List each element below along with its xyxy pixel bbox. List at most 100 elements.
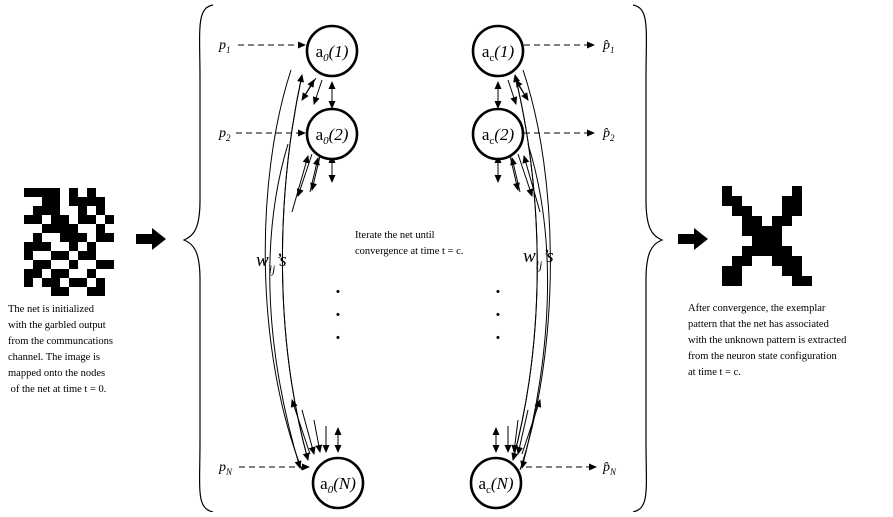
left-node-N-label: a0(N) <box>320 474 356 496</box>
input-label-pN: pN <box>218 460 233 477</box>
right-node-N-label: ac(N) <box>478 474 513 496</box>
output-pixel <box>792 266 802 276</box>
input-pixel <box>42 188 51 197</box>
input-pixel <box>78 206 87 215</box>
input-pixel <box>51 251 60 260</box>
input-pixel <box>51 269 60 278</box>
input-label-p1: p1 <box>218 38 231 55</box>
input-pixel <box>87 242 96 251</box>
left-node-1-label: a0(1) <box>316 42 349 64</box>
input-pixel <box>51 278 60 287</box>
input-pixel <box>69 242 78 251</box>
output-pixel <box>732 206 742 216</box>
ellipsis-dot: · <box>494 277 503 306</box>
output-pixel <box>732 276 742 286</box>
input-pixel <box>33 242 42 251</box>
input-pixel <box>69 260 78 269</box>
output-pixel <box>762 246 772 256</box>
input-pixel <box>87 269 96 278</box>
output-pixel <box>792 256 802 266</box>
output-arrow <box>678 228 708 250</box>
output-pixel <box>792 206 802 216</box>
input-pixel <box>51 197 60 206</box>
output-pixel <box>782 256 792 266</box>
input-pixel <box>96 206 105 215</box>
output-pixel <box>772 226 782 236</box>
input-pixel <box>51 215 60 224</box>
input-pixel <box>60 215 69 224</box>
input-pixel <box>105 233 114 242</box>
input-arrow <box>136 228 166 250</box>
input-pixel <box>87 188 96 197</box>
input-pixel <box>69 233 78 242</box>
output-pixel <box>802 276 812 286</box>
left-node-N <box>311 456 365 510</box>
output-pixel <box>722 276 732 286</box>
left-brace <box>182 4 214 513</box>
output-pixel <box>742 216 752 226</box>
output-pixel <box>752 236 762 246</box>
ellipsis-dot: · <box>494 300 503 329</box>
output-pixel <box>772 216 782 226</box>
input-pixel <box>60 287 69 296</box>
output-pixel <box>752 246 762 256</box>
right-node-1-label: ac(1) <box>482 42 515 64</box>
output-pixel <box>782 266 792 276</box>
input-pixel <box>60 224 69 233</box>
input-pixel <box>33 188 42 197</box>
input-pixel <box>60 233 69 242</box>
input-pixel <box>87 287 96 296</box>
ellipsis-dot: · <box>334 300 343 329</box>
output-pixel <box>732 196 742 206</box>
input-pixel <box>87 215 96 224</box>
right-node-1 <box>471 24 525 78</box>
input-pixel <box>69 197 78 206</box>
garbled-input-pattern <box>24 188 114 296</box>
output-pixel <box>792 196 802 206</box>
right-node-2-label: ac(2) <box>482 125 515 147</box>
right-ellipsis: · · · <box>494 277 503 352</box>
input-pixel <box>33 215 42 224</box>
input-pixel <box>24 278 33 287</box>
short-connection-arrows <box>290 77 542 455</box>
input-pixel <box>87 251 96 260</box>
input-pixel <box>78 215 87 224</box>
input-pixel <box>42 260 51 269</box>
output-pixel <box>772 256 782 266</box>
input-pixel <box>42 242 51 251</box>
right-node-N <box>469 456 523 510</box>
input-pixel <box>33 260 42 269</box>
right-net-nodes <box>469 24 525 510</box>
output-pixel <box>762 236 772 246</box>
input-pixel <box>51 188 60 197</box>
output-pixel <box>782 206 792 216</box>
input-pixel <box>96 197 105 206</box>
input-pixel <box>24 188 33 197</box>
right-brace <box>632 4 664 513</box>
input-pixel <box>60 269 69 278</box>
output-pixel <box>792 186 802 196</box>
caption-convergence: After convergence, the exemplar pattern … <box>688 303 847 378</box>
output-pixel <box>732 256 742 266</box>
output-pixel <box>752 226 762 236</box>
input-pixel <box>33 206 42 215</box>
recovered-exemplar-pattern <box>722 186 812 286</box>
output-pixel <box>732 266 742 276</box>
output-pixel <box>762 226 772 236</box>
output-pixel <box>742 226 752 236</box>
input-pixel <box>51 287 60 296</box>
output-pixel <box>742 246 752 256</box>
output-pixel <box>742 256 752 266</box>
output-label-p2: p̂2 <box>602 126 615 143</box>
left-weights-label: wij’s <box>256 250 287 276</box>
input-pixel <box>51 206 60 215</box>
input-pixel <box>69 224 78 233</box>
output-label-pN: p̂N <box>602 460 617 477</box>
output-pixel <box>752 216 762 226</box>
ellipsis-dot: · <box>334 277 343 306</box>
input-pixel <box>78 197 87 206</box>
output-pixel <box>722 196 732 206</box>
caption-initialization: The net is initialized with the garbled … <box>8 304 113 395</box>
